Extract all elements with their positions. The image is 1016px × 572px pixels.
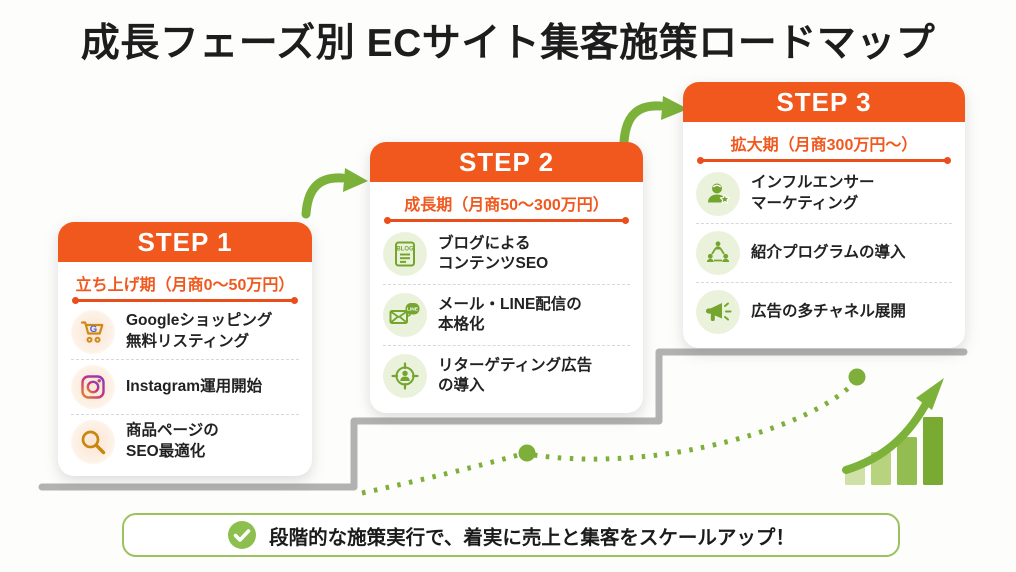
step3-phase-underline <box>697 157 951 163</box>
megaphone-icon <box>696 289 740 334</box>
list-item: G Googleショッピング 無料リスティング <box>71 305 299 359</box>
step3-label: STEP 3 <box>776 86 872 117</box>
item-text: ブログによる コンテンツSEO <box>438 234 549 273</box>
item-text: インフルエンサー マーケティング <box>751 174 875 212</box>
google-shopping-cart-icon: G <box>71 309 115 354</box>
step3-body: 拡大期（月商300万円〜） インフルエンサー マーケティング <box>683 122 965 348</box>
step1-to-step2-arrow-icon <box>301 168 368 219</box>
influencer-icon <box>696 171 740 216</box>
item-text: 商品ページの SEO最適化 <box>126 422 219 460</box>
step2-phase-underline <box>384 217 629 223</box>
milestone-dot-1 <box>518 444 536 462</box>
step1-body: 立ち上げ期（月商0〜50万円） G Googleショッピング 無料リスティング <box>58 262 312 476</box>
step2-items: BLOG ブログによる コンテンツSEO LINE <box>383 225 630 407</box>
retargeting-ad-icon <box>383 354 427 399</box>
list-item: LINE メール・LINE配信の 本格化 <box>383 284 630 345</box>
list-item: 商品ページの SEO最適化 <box>71 413 299 469</box>
step2-label: STEP 2 <box>458 146 555 177</box>
item-text: 広告の多チャネル展開 <box>751 302 906 320</box>
step3-items: インフルエンサー マーケティング 紹介プログラムの導入 <box>696 165 952 342</box>
step3-card: STEP 3 拡大期（月商300万円〜） インフルエンサー マーケティング <box>683 82 965 348</box>
item-text: Googleショッピング 無料リスティング <box>126 312 273 350</box>
step1-label: STEP 1 <box>137 226 233 257</box>
step1-card: STEP 1 立ち上げ期（月商0〜50万円） G Googleショッピング 無料… <box>58 222 312 476</box>
step2-card: STEP 2 成長期（月商50〜300万円） BLOG ブログによる コンテンツ… <box>370 142 643 413</box>
list-item: インフルエンサー マーケティング <box>696 165 952 223</box>
referral-program-icon <box>696 230 740 275</box>
list-item: 紹介プログラムの導入 <box>696 222 952 282</box>
blog-icon: BLOG <box>383 232 427 277</box>
growth-dotted-line <box>361 379 858 496</box>
step1-items: G Googleショッピング 無料リスティング <box>71 305 299 470</box>
search-icon <box>71 419 115 464</box>
footer-text: 段階的な施策実行で、着実に売上と集客をスケールアップ！ <box>269 526 795 549</box>
page-title: 成長フェーズ別 ECサイト集客施策ロードマップ <box>80 22 936 65</box>
check-icon <box>227 520 257 550</box>
list-item: Instagram運用開始 <box>71 358 299 414</box>
footer-banner: 段階的な施策実行で、着実に売上と集客をスケールアップ！ <box>122 513 900 557</box>
step1-phase-underline <box>72 297 298 303</box>
step2-phase-label: 成長期（月商50〜300万円） <box>404 197 609 214</box>
item-text: メール・LINE配信の 本格化 <box>438 295 582 334</box>
item-text: Instagram運用開始 <box>126 377 263 395</box>
staircase-line <box>38 348 968 491</box>
svg-text:BLOG: BLOG <box>396 247 414 253</box>
step1-phase-label: 立ち上げ期（月商0〜50万円） <box>75 277 295 294</box>
svg-text:G: G <box>90 323 97 334</box>
step2-body: 成長期（月商50〜300万円） BLOG ブログによる コンテンツSEO <box>370 182 643 413</box>
list-item: BLOG ブログによる コンテンツSEO <box>383 225 630 285</box>
mail-line-icon: LINE <box>383 293 427 338</box>
growth-arrow-icon <box>842 378 944 474</box>
instagram-icon <box>71 364 115 409</box>
step2-header: STEP 2 <box>370 142 643 182</box>
svg-text:LINE: LINE <box>407 307 419 313</box>
step2-to-step3-arrow-icon <box>619 96 688 147</box>
list-item: 広告の多チャネル展開 <box>696 281 952 341</box>
milestone-dot-2 <box>848 368 866 386</box>
step3-phase-label: 拡大期（月商300万円〜） <box>730 137 918 154</box>
growth-bar-chart <box>845 417 943 485</box>
item-text: リターゲティング広告 の導入 <box>438 356 593 395</box>
item-text: 紹介プログラムの導入 <box>751 243 906 261</box>
list-item: リターゲティング広告 の導入 <box>383 345 630 406</box>
step3-header: STEP 3 <box>683 82 965 122</box>
step1-header: STEP 1 <box>58 222 312 262</box>
